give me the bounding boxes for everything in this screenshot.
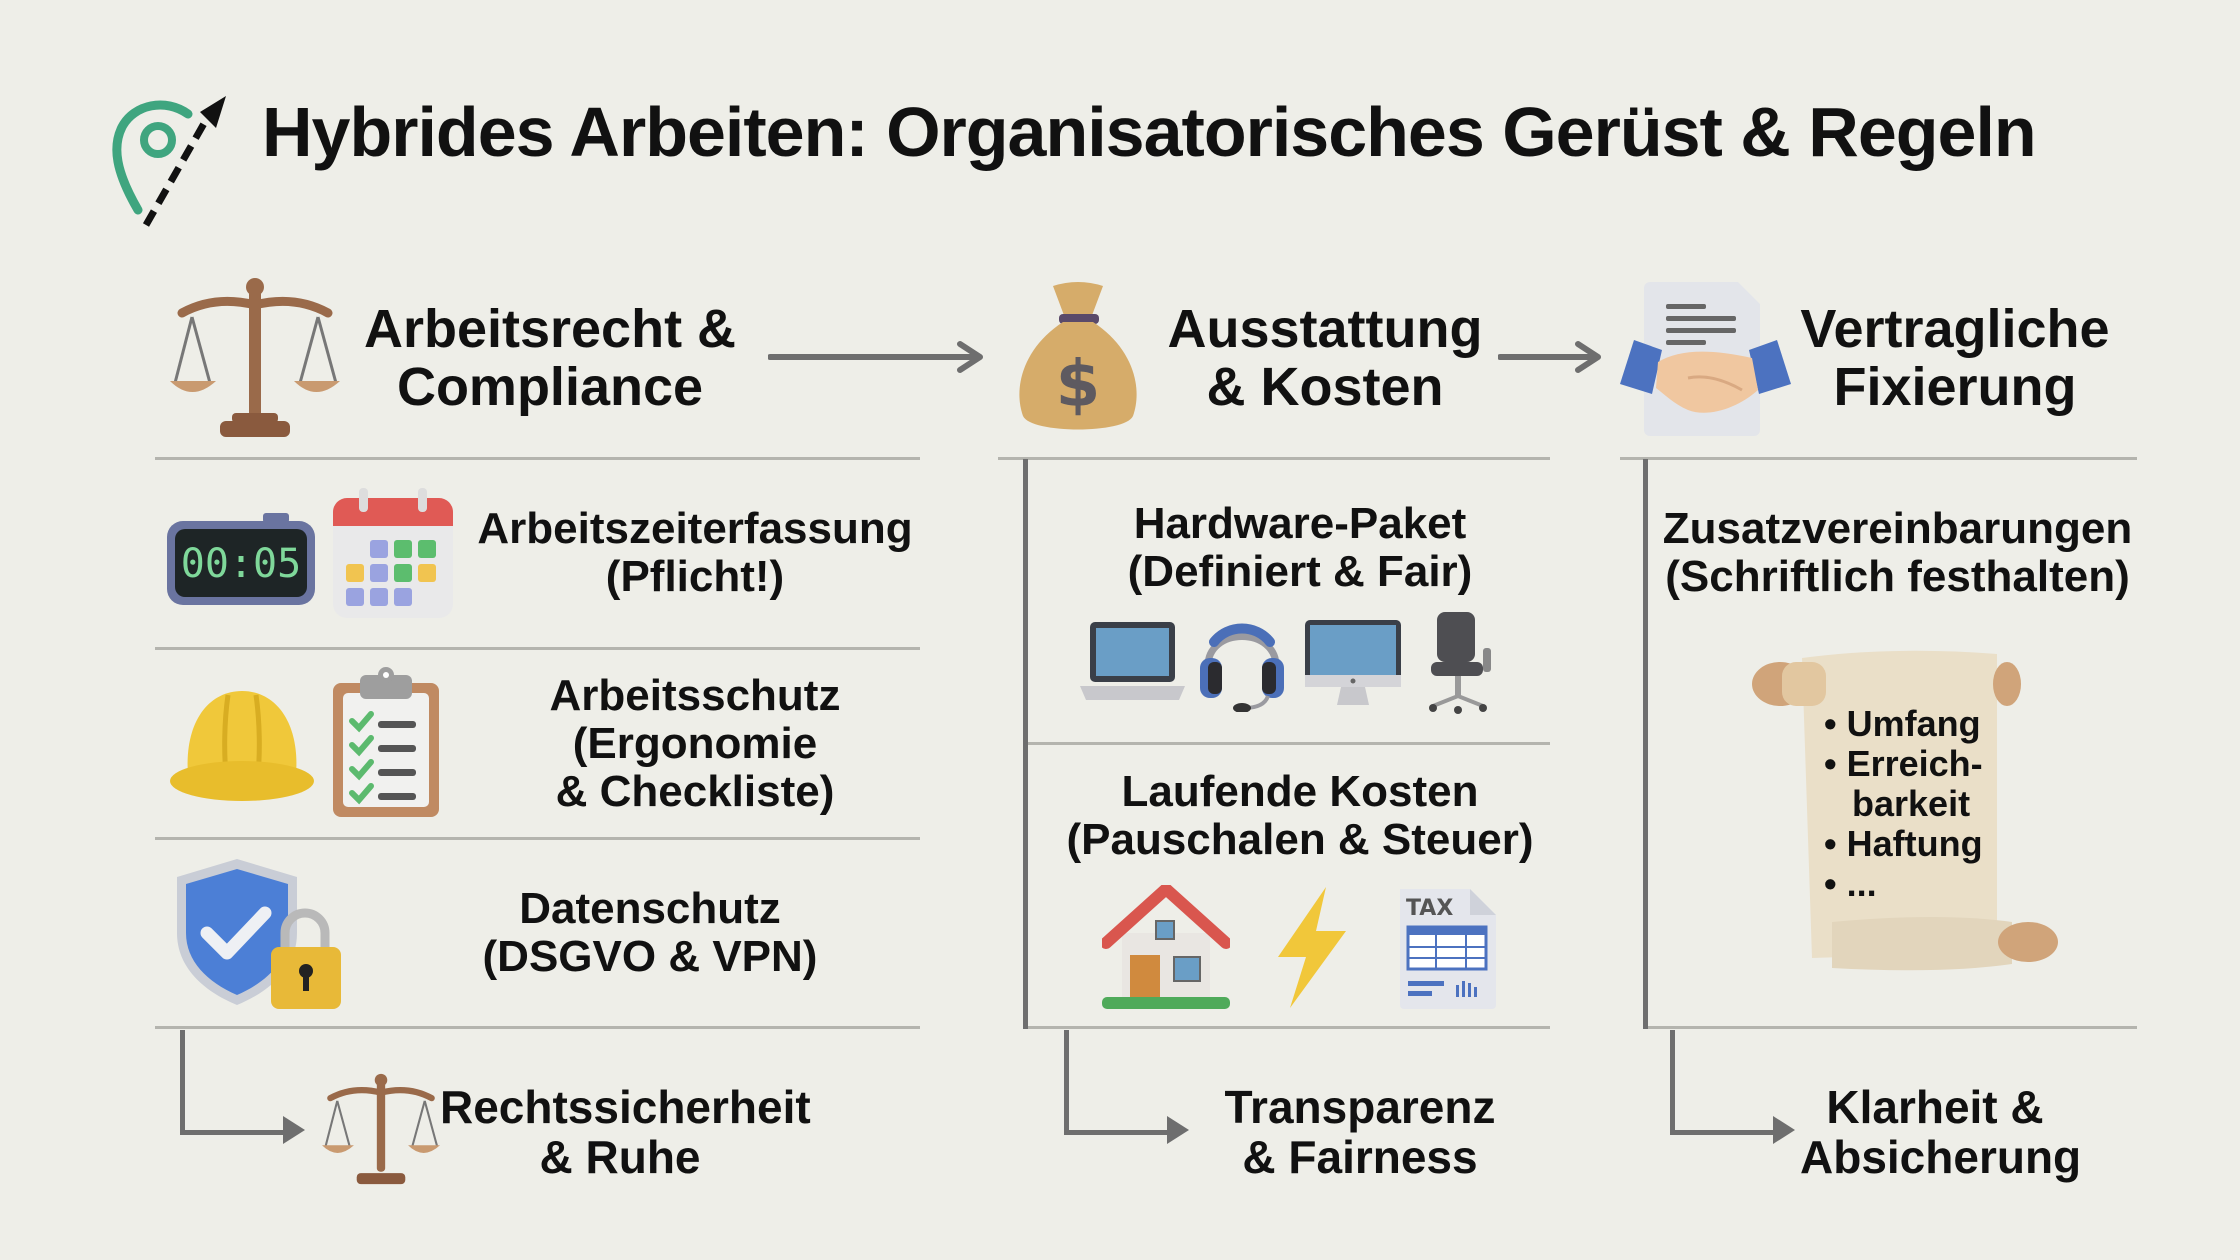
laptop-icon — [1080, 620, 1185, 705]
row-title: Laufende Kosten — [1121, 767, 1479, 816]
flow-arrow-icon — [1498, 340, 1604, 374]
page-title: Hybrides Arbeiten: Organisatorisches Ger… — [262, 93, 2037, 171]
checklist-clipboard-icon — [330, 665, 442, 820]
divider — [155, 1026, 920, 1029]
column-header-line2: & Kosten — [1206, 357, 1444, 417]
scales-of-justice-icon — [322, 1070, 440, 1188]
divider — [1028, 1026, 1550, 1029]
digital-clock-icon: 00:05 — [165, 513, 317, 611]
outcome-text: Klarheit & Absicherung — [1800, 1081, 2082, 1183]
column-header-line1: Ausstattung — [1167, 299, 1483, 359]
headset-icon — [1198, 612, 1286, 712]
column-header: Arbeitsrecht & Compliance — [360, 300, 740, 416]
column-header-line2: Compliance — [396, 357, 704, 417]
row-arbeitszeiterfassung: Arbeitszeiterfassung (Pflicht!) — [470, 505, 920, 601]
outcome-text: Rechtssicherheit & Ruhe — [440, 1081, 811, 1183]
column-header-line2: Fixierung — [1833, 357, 2077, 417]
row-title: Hardware-Paket — [1133, 499, 1467, 548]
row-title: Arbeitsschutz — [549, 671, 841, 720]
row-subtitle: (Pflicht!) — [605, 552, 785, 601]
row-subtitle: (Definiert & Fair) — [1127, 547, 1473, 596]
scroll-list: • Umfang • Erreich- barkeit • Haftung • … — [1824, 704, 1983, 904]
house-icon — [1102, 885, 1230, 1010]
money-bag-icon: $ — [1013, 278, 1143, 436]
outcome-line2: & Fairness — [1242, 1131, 1478, 1183]
divider — [1620, 457, 2137, 460]
outcome-line1: Transparenz — [1224, 1081, 1496, 1133]
shield-check-lock-icon — [175, 855, 345, 1013]
arrow-right-icon — [1773, 1116, 1795, 1144]
column-header: Vertragliche Fixierung — [1790, 300, 2120, 416]
row-zusatzvereinbarungen: Zusatzvereinbarungen (Schriftlich festha… — [1660, 505, 2135, 601]
svg-text:00:05: 00:05 — [181, 541, 301, 587]
scroll-list-item: • Haftung — [1824, 823, 1983, 864]
office-chair-icon — [1425, 610, 1493, 715]
scroll-list-item: • Umfang — [1824, 703, 1981, 744]
outcome-line1: Klarheit & — [1826, 1081, 2044, 1133]
scroll-icon: • Umfang • Erreich- barkeit • Haftung • … — [1742, 642, 2066, 980]
row-subtitle: (DSGVO & VPN) — [482, 932, 818, 981]
lightning-icon — [1268, 885, 1350, 1010]
outcome-connector — [1670, 1030, 1780, 1135]
svg-text:TAX: TAX — [1406, 896, 1453, 921]
row-subtitle: (Pauschalen & Steuer) — [1066, 815, 1534, 864]
divider — [998, 457, 1550, 460]
row-datenschutz: Datenschutz (DSGVO & VPN) — [420, 885, 880, 981]
row-title: Datenschutz — [519, 884, 781, 933]
calendar-icon — [330, 488, 456, 620]
flow-arrow-icon — [768, 340, 986, 374]
tax-document-icon: TAX — [1396, 885, 1498, 1010]
column-header-line1: Vertragliche — [1800, 299, 2110, 359]
svg-text:$: $ — [1056, 348, 1101, 422]
column-bracket — [1643, 459, 1648, 1029]
monitor-icon — [1303, 618, 1403, 710]
column-header-line1: Arbeitsrecht & — [363, 299, 737, 359]
scroll-list-item: • Erreich- — [1824, 743, 1983, 784]
row-hardware-paket: Hardware-Paket (Definiert & Fair) — [1030, 500, 1570, 596]
outcome-line1: Rechtssicherheit — [440, 1081, 811, 1133]
row-subtitle: (Ergonomie — [572, 719, 818, 768]
divider — [1648, 1026, 2137, 1029]
row-subtitle: (Schriftlich festhalten) — [1665, 552, 2130, 601]
outcome-text: Transparenz & Fairness — [1200, 1082, 1520, 1182]
column-bracket — [1023, 459, 1028, 1029]
divider — [155, 647, 920, 650]
scroll-list-item: barkeit — [1852, 783, 1971, 824]
divider — [155, 837, 920, 840]
arrow-right-icon — [1167, 1116, 1189, 1144]
contract-handshake-icon — [1618, 278, 1793, 438]
outcome-line2: & Ruhe — [539, 1131, 701, 1183]
row-subtitle-2: & Checkliste) — [555, 767, 835, 816]
scales-of-justice-icon — [170, 275, 340, 440]
divider — [155, 457, 920, 460]
outcome-connector — [180, 1030, 290, 1135]
arrow-right-icon — [283, 1116, 305, 1144]
logo-icon — [108, 92, 233, 232]
scroll-list-item: • ... — [1824, 863, 1877, 904]
divider — [1028, 742, 1550, 745]
outcome-line2: Absicherung — [1800, 1131, 2082, 1183]
row-laufende-kosten: Laufende Kosten (Pauschalen & Steuer) — [1030, 768, 1570, 864]
hard-hat-icon — [168, 683, 316, 805]
row-title: Zusatzvereinbarungen — [1662, 504, 2133, 553]
column-header: Ausstattung & Kosten — [1150, 300, 1500, 416]
row-arbeitsschutz: Arbeitsschutz (Ergonomie & Checkliste) — [470, 672, 920, 816]
outcome-connector — [1064, 1030, 1174, 1135]
row-title: Arbeitszeiterfassung — [477, 504, 913, 553]
